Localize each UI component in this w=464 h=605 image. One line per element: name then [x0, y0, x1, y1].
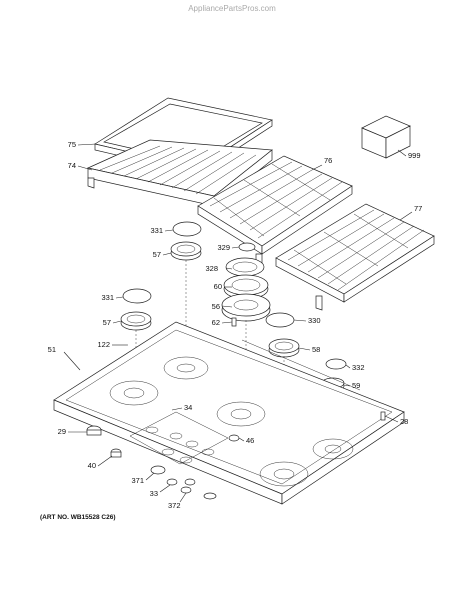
callout-331-upper: 331 — [150, 226, 163, 235]
callout-58: 58 — [312, 345, 320, 354]
callout-28: 28 — [400, 417, 408, 426]
cooktop-main-top — [53, 321, 405, 505]
burner-head-60 — [223, 274, 269, 300]
callout-51: 51 — [48, 345, 56, 354]
callout-29: 29 — [58, 427, 66, 436]
callout-372: 372 — [168, 501, 181, 510]
callout-122: 122 — [97, 340, 110, 349]
callout-40: 40 — [88, 461, 96, 470]
literature-kit-box — [361, 115, 411, 159]
callout-999: 999 — [408, 151, 421, 160]
callout-328: 328 — [205, 264, 218, 273]
gasket-372 — [203, 492, 217, 500]
burner-cap-331-lower — [122, 288, 152, 304]
callout-77: 77 — [414, 204, 422, 213]
burner-head-57-upper — [170, 241, 202, 261]
screw-28 — [380, 411, 386, 421]
control-knob-29 — [86, 425, 102, 436]
callout-330: 330 — [308, 316, 321, 325]
leader-lines — [63, 143, 413, 503]
igniter-62 — [231, 317, 237, 327]
spring-33b — [184, 478, 196, 486]
burner-cap-329 — [238, 242, 256, 252]
callout-76: 76 — [324, 156, 332, 165]
gasket-372b — [180, 486, 192, 494]
burner-cap-332 — [325, 358, 347, 370]
spring-33 — [166, 478, 178, 486]
art-number: (ART NO. WB15528 C26) — [40, 514, 116, 521]
callout-57-lower: 57 — [103, 318, 111, 327]
callout-33: 33 — [150, 489, 158, 498]
callout-labels: 75 74 76 77 999 331 57 329 328 60 56 331… — [48, 140, 423, 510]
gasket-371 — [150, 465, 166, 475]
callout-56: 56 — [212, 302, 220, 311]
callout-59: 59 — [352, 381, 360, 390]
grate-center — [197, 155, 353, 267]
burner-head-58 — [268, 338, 300, 358]
callout-46: 46 — [246, 436, 254, 445]
callout-332: 332 — [352, 363, 365, 372]
callout-74: 74 — [68, 161, 76, 170]
burner-cap-331-upper — [172, 221, 202, 237]
callout-331-lower: 331 — [101, 293, 114, 302]
site-watermark: AppliancePartsPros.com — [188, 4, 276, 13]
callout-329: 329 — [217, 243, 230, 252]
grate-right — [275, 203, 435, 311]
burner-base-56 — [221, 293, 271, 322]
callout-75: 75 — [68, 140, 76, 149]
burner-ring-328 — [225, 257, 265, 277]
burner-cap-330 — [265, 312, 295, 328]
knob-stem-40 — [110, 448, 122, 458]
callout-62: 62 — [212, 318, 220, 327]
burner-head-57-lower — [120, 311, 152, 331]
callout-34: 34 — [184, 403, 192, 412]
callout-60: 60 — [214, 282, 222, 291]
callout-57-upper: 57 — [153, 250, 161, 259]
callout-371: 371 — [131, 476, 144, 485]
